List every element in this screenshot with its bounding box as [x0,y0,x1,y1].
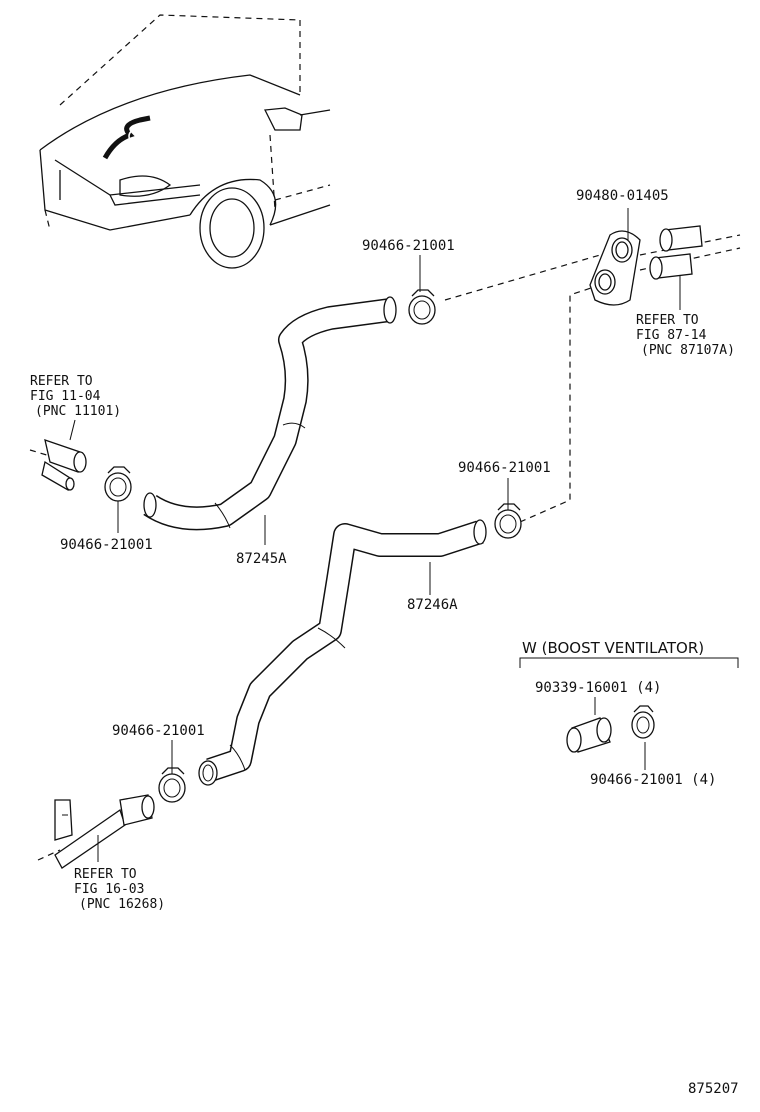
leader-lines [69,208,681,862]
ref-16-03-line3: (PNC 16268) [79,897,165,912]
ref-pipe-left [41,439,87,492]
label-clip-bottom: 90466-21001 [112,723,205,739]
label-pipe-boost: 90339-16001 (4) [535,680,661,696]
ref-87-14-line1: REFER TO [636,313,699,328]
pipe-90339 [566,717,612,753]
label-clip-right: 90466-21001 [458,460,551,476]
label-hose-lower: 87246A [407,597,458,613]
hose-87246a [198,519,487,786]
ref-16-03-line1: REFER TO [74,867,137,882]
ref-11-04-line1: REFER TO [30,374,93,389]
ref-11-04-line2: FIG 11-04 [30,389,101,404]
ref-11-04-line3: (PNC 11101) [35,404,121,419]
hose-87245a [143,296,397,531]
label-clip-boost: 90466-21001 (4) [590,772,716,788]
clip-top [408,289,436,325]
ref-87-14-line3: (PNC 87107A) [641,343,735,358]
label-grommet: 90480-01405 [576,188,669,204]
boost-title: W (BOOST VENTILATOR) [522,639,704,657]
grommet-assembly [589,225,703,306]
boost-ventilator-inset [519,657,739,753]
clip-bottom [158,767,186,803]
clip-boost [631,705,655,739]
label-hose-upper: 87245A [236,551,287,567]
ref-87-14-line2: FIG 87-14 [636,328,707,343]
label-clip-top: 90466-21001 [362,238,455,254]
label-clip-left: 90466-21001 [60,537,153,553]
clip-left [104,466,132,502]
vehicle-sketch [39,14,331,269]
figure-number: 875207 [688,1081,739,1097]
ref-pipe-bottom [54,794,155,869]
ref-16-03-line2: FIG 16-03 [74,882,144,897]
labels: 90466-21001 90480-01405 REFER TO FIG 87-… [30,188,739,1097]
